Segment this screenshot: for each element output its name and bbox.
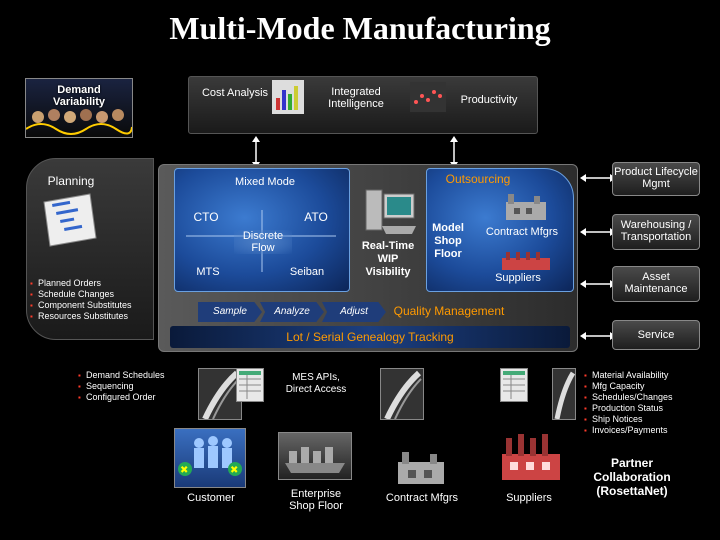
contract-mfgrs-label: Contract Mfgrs — [485, 226, 559, 238]
planning-label: Planning — [47, 174, 95, 188]
mixed-mode-label: Mixed Mode — [235, 176, 295, 188]
contract-mfgrs-bottom-label: Contract Mfgrs — [385, 492, 459, 504]
list-item: Component Substitutes — [30, 300, 150, 311]
warehousing-box: Warehousing / Transportation — [612, 214, 700, 250]
demand-variability-label: Demand Variability — [53, 84, 105, 108]
genealogy-bar — [170, 326, 570, 348]
list-item: Sequencing — [78, 381, 188, 392]
list-item: Production Status — [584, 403, 714, 414]
model-shop-floor-label: Model Shop Floor — [432, 222, 464, 260]
contract-mfgrs-factory-icon — [392, 450, 450, 486]
list-item: Material Availability — [584, 370, 714, 381]
cost-analysis-label: Cost Analysis — [201, 87, 269, 99]
quality-management-label: Quality Management — [393, 304, 505, 318]
asset-label: Asset Maintenance — [624, 271, 688, 295]
suppliers-factory-icon — [498, 428, 564, 484]
factory-icon — [500, 192, 552, 222]
list-item: Resources Substitutes — [30, 311, 150, 322]
planning-bullets: Planned Orders Schedule Changes Componen… — [30, 278, 150, 322]
demand-variability-image — [25, 78, 133, 138]
arrow-warehousing — [580, 228, 616, 236]
suppliers-bottom-label: Suppliers — [506, 492, 552, 504]
customer-label: Customer — [187, 492, 235, 504]
enterprise-shop-floor-label: Enterprise Shop Floor — [289, 488, 343, 512]
adjust-step: Adjust — [322, 302, 386, 322]
suppliers-label: Suppliers — [495, 272, 541, 284]
outsourcing-label: Outsourcing — [445, 172, 511, 186]
list-item: Planned Orders — [30, 278, 150, 289]
chart-icon — [272, 80, 304, 114]
arrow-plm — [580, 174, 616, 182]
page-title: Multi-Mode Manufacturing — [169, 10, 551, 46]
suppliers-icon — [500, 250, 552, 272]
discrete-flow-label: Discrete Flow — [234, 230, 292, 254]
seiban-label: Seiban — [289, 266, 325, 278]
top-panel — [188, 76, 538, 134]
asset-box: Asset Maintenance — [612, 266, 700, 302]
customer-image: ✖ ✖ — [174, 428, 246, 488]
computer-icon — [362, 186, 418, 238]
list-item: Schedule Changes — [30, 289, 150, 300]
sample-step: Sample — [198, 302, 262, 322]
productivity-label: Productivity — [460, 94, 518, 106]
ato-label: ATO — [304, 210, 328, 224]
enterprise-shop-floor-image — [278, 432, 352, 480]
road-image-suppliers — [552, 368, 576, 420]
scatter-icon — [410, 82, 446, 112]
partner-collaboration-label: Partner Collaboration (RosettaNet) — [593, 456, 671, 498]
genealogy-label: Lot / Serial Genealogy Tracking — [286, 330, 454, 344]
cto-label: CTO — [193, 210, 219, 224]
spreadsheet-icon — [500, 368, 528, 402]
svg-text:✖: ✖ — [230, 465, 238, 476]
svg-text:✖: ✖ — [180, 465, 188, 476]
integrated-intelligence-label: Integrated Intelligence — [328, 86, 384, 110]
gantt-icon — [40, 192, 98, 248]
road-image-enterprise — [380, 368, 424, 421]
list-item: Mfg Capacity — [584, 381, 714, 392]
plm-label: Product Lifecycle Mgmt — [614, 166, 698, 190]
mts-label: MTS — [196, 266, 220, 278]
list-item: Demand Schedules — [78, 370, 188, 381]
list-item: Ship Notices — [584, 414, 714, 425]
analyze-step: Analyze — [260, 302, 324, 322]
warehousing-label: Warehousing / Transportation — [620, 219, 692, 243]
list-item: Schedules/Changes — [584, 392, 714, 403]
plm-box: Product Lifecycle Mgmt — [612, 162, 700, 196]
crowd-graphic — [25, 109, 133, 135]
service-label: Service — [637, 329, 675, 341]
customer-bullets: Demand Schedules Sequencing Configured O… — [78, 370, 188, 403]
list-item: Invoices/Payments — [584, 425, 714, 436]
service-box: Service — [612, 320, 700, 350]
mes-apis-label: MES APIs, Direct Access — [285, 372, 347, 395]
list-item: Configured Order — [78, 392, 188, 403]
spreadsheet-icon-2 — [236, 368, 264, 402]
real-time-wip-label: Real-Time WIP Visibility — [361, 240, 415, 278]
arrow-asset — [580, 280, 616, 288]
arrow-service — [580, 332, 616, 340]
partner-bullets: Material Availability Mfg Capacity Sched… — [584, 370, 714, 436]
outsourcing-box — [426, 168, 574, 292]
